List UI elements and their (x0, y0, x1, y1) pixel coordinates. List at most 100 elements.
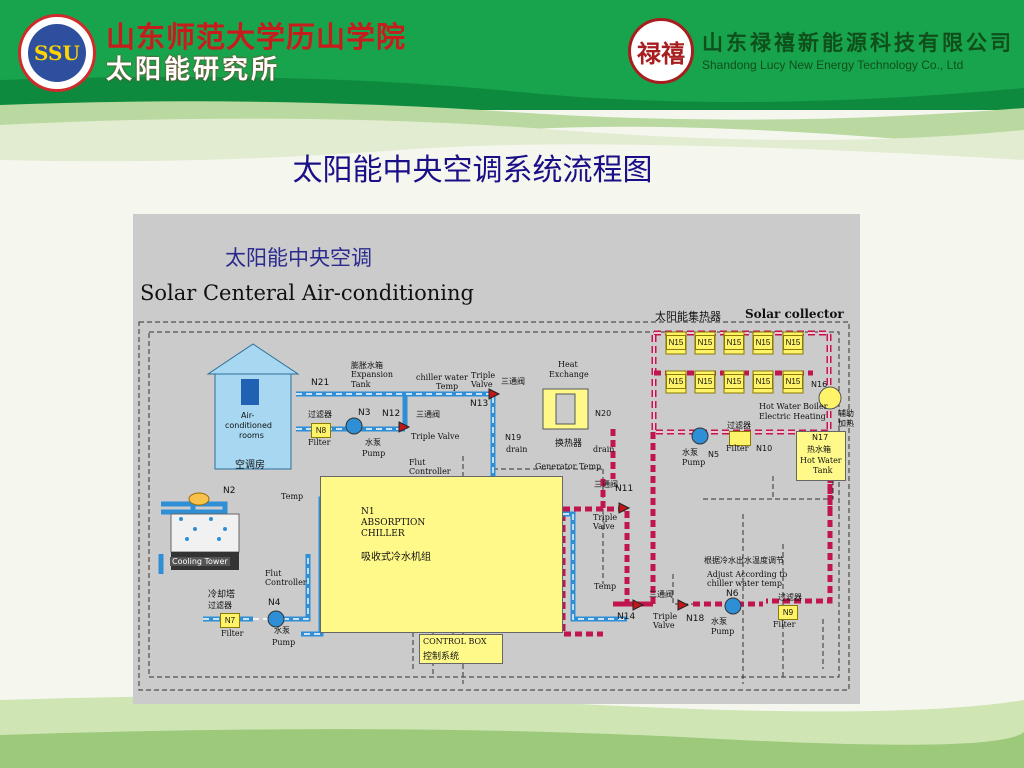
rooms-label-2: conditioned (225, 421, 272, 430)
temp-label: Temp (281, 492, 304, 501)
tower-flut-label: Flut (265, 569, 282, 578)
solar-collector-cn: 太阳能集热器 (655, 310, 721, 323)
school-logo: SSU (18, 14, 96, 92)
chiller-cn-label: 吸收式冷水机组 (361, 552, 431, 563)
triple-valve-label-2: Valve (471, 380, 493, 389)
hot-water-tank-cn: 热水箱 (807, 445, 831, 454)
n6-label: N6 (726, 589, 739, 599)
panel-label: N15 (695, 374, 715, 389)
hot-water-tank: N17 热水箱 Hot Water Tank (796, 431, 846, 481)
expansion-cn: 膨胀水箱 (351, 361, 383, 370)
control-box: CONTROL BOX 控制系统 (419, 634, 503, 664)
adjust-en-2: chiller water temp (707, 579, 782, 588)
n18-label: N18 (686, 614, 705, 624)
rooms-cn: 空调房 (235, 460, 265, 471)
panel-label: N15 (783, 335, 803, 350)
n5-label: N5 (708, 450, 720, 459)
n8-label: N8 (311, 423, 331, 438)
n4-label: N4 (268, 598, 281, 608)
aux-heating-label: 辅助 (838, 409, 854, 418)
n9-filter-cn: 过滤器 (778, 593, 802, 602)
aux-heating-label-2: 加热 (838, 419, 854, 428)
panel-label: N15 (753, 335, 773, 350)
school-logo-text: SSU (28, 24, 86, 82)
heat-exchange-label: Heat (558, 360, 578, 369)
diagram-title-en: Solar Centeral Air-conditioning (140, 281, 474, 305)
school-header: SSU 山东师范大学历山学院 太阳能研究所 (18, 14, 406, 92)
rooms-label-3: rooms (239, 431, 264, 440)
school-name: 山东师范大学历山学院 (106, 20, 407, 54)
n12-label: N12 (382, 409, 401, 419)
absorption-chiller: N1 ABSORPTION CHILLER 吸收式冷水机组 (320, 476, 563, 633)
n20-label: N20 (595, 409, 612, 418)
hot-water-boiler-label: Hot Water Boiler (759, 402, 828, 411)
adjust-en: Adjust According to (707, 570, 788, 579)
company-logo: 禄禧 (628, 18, 694, 84)
n7-label: N7 (220, 613, 240, 628)
n18-valve: Valve (653, 621, 675, 630)
n10-label: N10 (756, 444, 773, 453)
n9-label: N9 (778, 605, 798, 620)
n1-label: N1 (361, 507, 375, 517)
heat-exchanger-cn: 换热器 (555, 439, 583, 449)
tower-pump-cn: 水泵 (274, 626, 290, 635)
room-filter-en: Filter (308, 438, 331, 447)
panel-label: N15 (783, 374, 803, 389)
hot-water-tank-en: Hot Water (800, 456, 842, 465)
flut-label: Flut (409, 458, 426, 467)
n9-filter-en: Filter (773, 620, 796, 629)
n2-label: N2 (223, 486, 236, 496)
chiller-label: CHILLER (361, 529, 405, 539)
room-pump-en: Pump (362, 449, 386, 458)
pump-cn: 水泵 (682, 448, 698, 457)
room-triple-valve: Triple Valve (411, 432, 460, 441)
room-three-way-cn: 三通阀 (416, 410, 440, 419)
room-filter-cn: 过滤器 (308, 410, 332, 419)
triple-valve-label: Triple (471, 371, 496, 380)
control-box-cn: 控制系统 (423, 652, 460, 662)
solar-collector-en: Solar collector (745, 307, 844, 321)
expansion-en-2: Tank (351, 380, 371, 389)
generator-temp-label: Generator Temp (535, 462, 602, 471)
panel-label: N15 (666, 335, 686, 350)
drain-label: drain (506, 445, 528, 454)
panel-label: N15 (724, 374, 744, 389)
n17-label: N17 (812, 433, 829, 442)
pump-en: Pump (682, 458, 706, 467)
room-pump-cn: 水泵 (365, 438, 381, 447)
n11-three-way: 三通阀 (594, 480, 618, 489)
filter-en: Filter (726, 444, 749, 453)
flut-controller-label: Controller (409, 467, 451, 476)
n11-triple: Triple (593, 513, 618, 522)
n6-pump-en: Pump (711, 627, 735, 636)
heat-exchanger-shape (542, 388, 589, 430)
panel-label: N15 (695, 335, 715, 350)
control-box-en: CONTROL BOX (423, 637, 487, 646)
n14-label: N14 (617, 612, 636, 622)
cooling-tower-en: Cooling Tower (170, 557, 230, 566)
rooms-label: Air- (241, 411, 255, 420)
n19-label: N19 (505, 433, 522, 442)
temp-label-2: Temp (594, 582, 617, 591)
chiller-water-temp-2: Temp (436, 382, 459, 391)
flow-diagram: 太阳能中央空调 Solar Centeral Air-conditioning … (133, 214, 860, 704)
panel-label: N15 (724, 335, 744, 350)
three-way-valve-label: 三通阀 (501, 377, 525, 386)
filter-box (729, 431, 751, 446)
n18-three-way: 三通阀 (649, 590, 673, 599)
n11-valve: Valve (593, 522, 615, 531)
company-name-cn: 山东禄禧新能源科技有限公司 (702, 30, 1014, 55)
expansion-en: Expansion (351, 370, 394, 379)
company-header: 禄禧 山东禄禧新能源科技有限公司 Shandong Lucy New Energ… (628, 18, 1014, 84)
tower-filter-en: Filter (221, 629, 244, 638)
tower-flut-controller: Controller (265, 578, 307, 587)
n13-label: N13 (470, 399, 489, 409)
company-name-en: Shandong Lucy New Energy Technology Co.,… (702, 57, 964, 72)
cooling-tower-cn: 冷却塔 (208, 590, 236, 600)
boiler-shape (818, 386, 842, 410)
diagram-title-cn: 太阳能中央空调 (225, 246, 372, 270)
absorption-label: ABSORPTION (361, 518, 426, 528)
n11-label: N11 (615, 484, 634, 494)
tower-pump-en: Pump (272, 638, 296, 647)
